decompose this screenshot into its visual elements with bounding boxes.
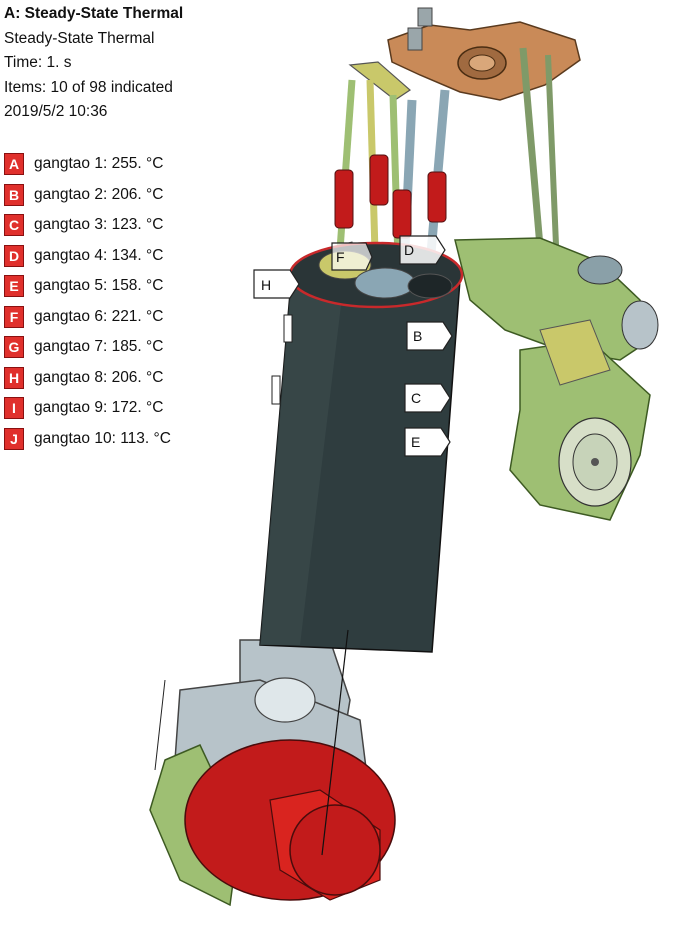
- legend-item-f[interactable]: F gangtao 6: 221. °C: [4, 302, 171, 333]
- items-count: Items: 10 of 98 indicated: [4, 78, 173, 96]
- probe-label-h: gangtao 8: 206. °C: [34, 368, 164, 386]
- legend-item-i[interactable]: I gangtao 9: 172. °C: [4, 393, 171, 424]
- callout-e-label: E: [411, 434, 420, 450]
- tag-a: A: [4, 153, 24, 176]
- legend-item-e[interactable]: E gangtao 5: 158. °C: [4, 271, 171, 302]
- callout-h[interactable]: H: [253, 269, 300, 299]
- tag-e: E: [4, 275, 24, 298]
- legend-item-g[interactable]: G gangtao 7: 185. °C: [4, 332, 171, 363]
- tag-j: J: [4, 427, 24, 450]
- callout-h-label: H: [261, 277, 271, 293]
- callout-d-label: D: [404, 242, 414, 258]
- probe-label-c: gangtao 3: 123. °C: [34, 216, 164, 234]
- rocker-arm: [387, 7, 581, 101]
- callout-f[interactable]: F: [331, 242, 373, 271]
- callout-hidden-i: [271, 375, 281, 405]
- analysis-time: Time: 1. s: [4, 54, 72, 71]
- callout-e[interactable]: E: [404, 427, 451, 457]
- callout-b[interactable]: B: [406, 321, 453, 351]
- analysis-type: Steady-State Thermal: [4, 29, 155, 47]
- tag-d: D: [4, 244, 24, 267]
- tag-g: G: [4, 336, 24, 359]
- analysis-info: A: Steady-State Thermal Steady-State The…: [4, 2, 183, 125]
- crank-pin: [184, 739, 396, 901]
- legend-item-h[interactable]: H gangtao 8: 206. °C: [4, 363, 171, 394]
- legend-item-c[interactable]: C gangtao 3: 123. °C: [4, 210, 171, 241]
- tag-b: B: [4, 183, 24, 206]
- probe-label-e: gangtao 5: 158. °C: [34, 277, 164, 295]
- probe-label-i: gangtao 9: 172. °C: [34, 399, 164, 417]
- tag-h: H: [4, 366, 24, 389]
- probe-label-j: gangtao 10: 113. °C: [34, 429, 171, 447]
- callout-f-label: F: [336, 249, 345, 265]
- legend-item-j[interactable]: J gangtao 10: 113. °C: [4, 424, 171, 455]
- callout-b-label: B: [413, 328, 422, 344]
- probe-label-f: gangtao 6: 221. °C: [34, 307, 164, 325]
- analysis-timestamp: 2019/5/2 10:36: [4, 103, 108, 120]
- probe-label-g: gangtao 7: 185. °C: [34, 338, 164, 356]
- analysis-title: A: Steady-State Thermal: [4, 5, 184, 22]
- legend-item-b[interactable]: B gangtao 2: 206. °C: [4, 180, 171, 211]
- probe-label-d: gangtao 4: 134. °C: [34, 246, 164, 264]
- legend-item-d[interactable]: D gangtao 4: 134. °C: [4, 241, 171, 272]
- probe-label-b: gangtao 2: 206. °C: [34, 185, 164, 203]
- camshaft: [454, 237, 659, 521]
- callout-hidden-g: [283, 314, 293, 343]
- callout-c-label: C: [411, 390, 421, 406]
- callout-d[interactable]: D: [399, 235, 446, 265]
- tag-i: I: [4, 397, 24, 420]
- probe-legend: A gangtao 1: 255. °C B gangtao 2: 206. °…: [4, 149, 171, 454]
- callout-c[interactable]: C: [404, 383, 451, 413]
- tag-c: C: [4, 214, 24, 237]
- legend-item-a[interactable]: A gangtao 1: 255. °C: [4, 149, 171, 180]
- probe-label-a: gangtao 1: 255. °C: [34, 155, 164, 173]
- tag-f: F: [4, 305, 24, 328]
